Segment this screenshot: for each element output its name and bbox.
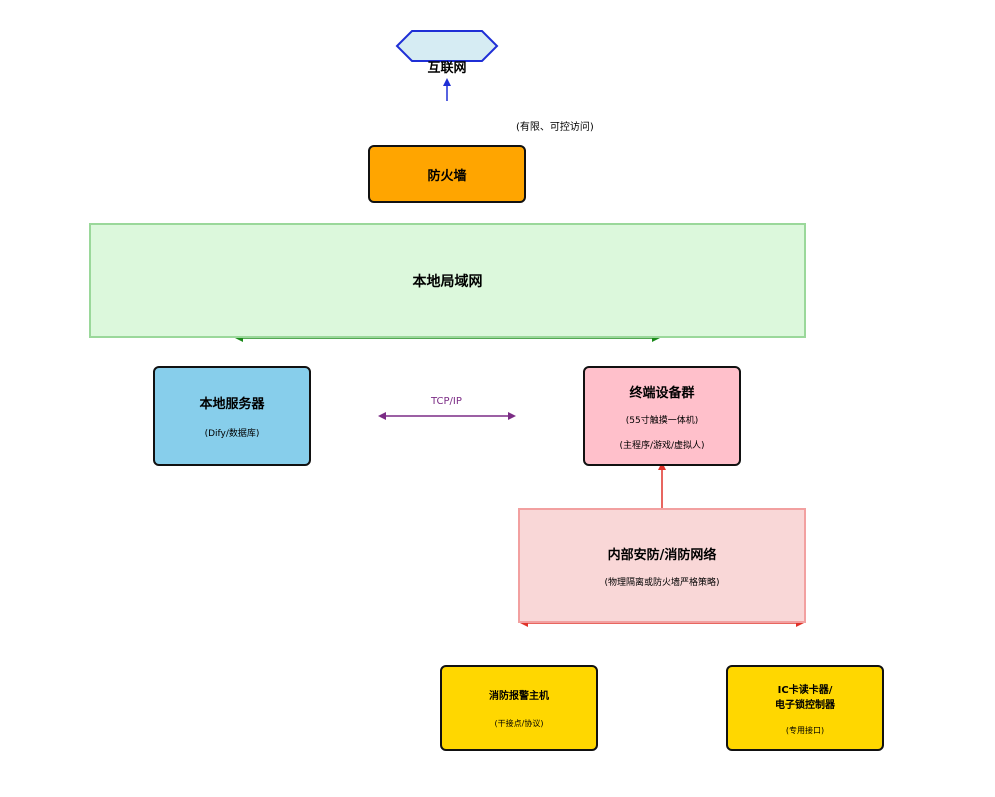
server-subtitle: (Dify/数据库): [204, 429, 260, 439]
internet-link-label: (有限、可控访问): [516, 122, 594, 133]
server-node: 本地服务器 (Dify/数据库): [153, 366, 311, 466]
internet-label: 互联网: [427, 60, 467, 76]
fire-alarm-subtitle: (干接点/协议): [494, 719, 544, 728]
terminal-node: 终端设备群 (55寸触摸一体机) (主程序/游戏/虚拟人): [583, 366, 741, 466]
internet-node: 互联网: [397, 56, 497, 76]
firewall-label: 防火墙: [427, 168, 467, 184]
security-title: 内部安防/消防网络: [607, 547, 717, 563]
fire-alarm-title: 消防报警主机: [489, 691, 549, 702]
server-title: 本地服务器: [199, 397, 265, 412]
lan-zone: 本地局域网: [89, 223, 806, 338]
ic-reader-title-line1: IC卡读卡器/: [777, 684, 833, 696]
fire-alarm-node: 消防报警主机 (干接点/协议): [440, 665, 598, 751]
terminal-title: 终端设备群: [629, 385, 695, 401]
security-zone: 内部安防/消防网络 (物理隔离或防火墙严格策略): [518, 508, 806, 623]
ic-reader-title-line2: 电子锁控制器: [775, 699, 835, 711]
internet-node-shape: [395, 30, 499, 62]
terminal-subtitle-1: (55寸触摸一体机): [625, 415, 699, 426]
terminal-subtitle-2: (主程序/游戏/虚拟人): [619, 440, 705, 451]
firewall-node: 防火墙: [368, 145, 526, 203]
ic-reader-subtitle: (专用接口): [785, 725, 825, 735]
security-subtitle: (物理隔离或防火墙严格策略): [604, 577, 720, 588]
lan-label: 本地局域网: [412, 273, 483, 290]
tcp-link-label: TCP/IP: [431, 396, 462, 407]
ic-reader-node: IC卡读卡器/ 电子锁控制器 (专用接口): [726, 665, 884, 751]
